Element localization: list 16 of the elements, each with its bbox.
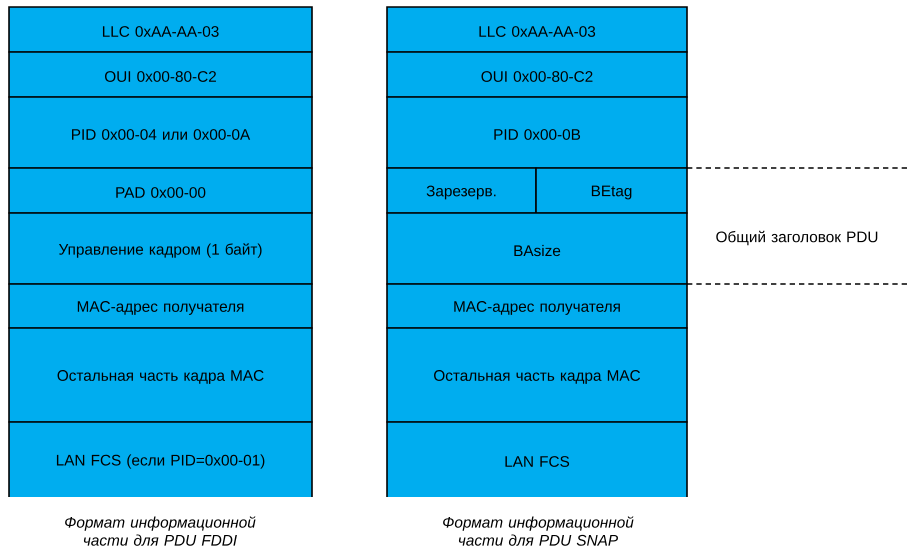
field-cell: LLC 0xAA-AA-03 bbox=[386, 6, 688, 53]
field-cell: OUI 0x00-80-C2 bbox=[8, 51, 313, 98]
field-cell: LAN FCS bbox=[386, 421, 688, 497]
field-cell: LAN FCS (если PID=0x00-01) bbox=[8, 421, 313, 497]
field-cell: MAC-адрес получателя bbox=[8, 283, 313, 329]
field-cell: BEtag bbox=[535, 167, 688, 214]
caption: Формат информационной части для PDU FDDI bbox=[65, 516, 256, 546]
field-cell: PAD 0x00-00 bbox=[8, 167, 313, 214]
field-cell: LLC 0xAA-AA-03 bbox=[8, 6, 313, 53]
header-label: Общий заголовок PDU bbox=[716, 230, 878, 246]
field-cell: MAC-адрес получателя bbox=[386, 283, 688, 329]
field-cell: Управление кадром (1 байт) bbox=[8, 212, 313, 285]
caption: Формат информационной части для PDU SNAP bbox=[443, 516, 634, 546]
field-cell: PID 0x00-04 или 0x00-0A bbox=[8, 96, 313, 169]
field-cell: Зарезерв. bbox=[386, 167, 537, 214]
field-cell: OUI 0x00-80-C2 bbox=[386, 51, 688, 98]
